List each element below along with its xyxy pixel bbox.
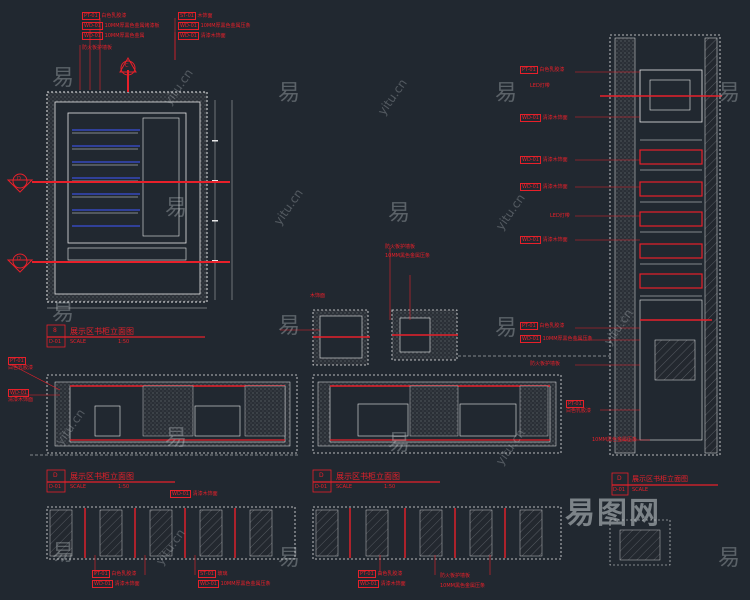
elev2-title-code: D-01 (315, 484, 328, 490)
bottom-right-detail (609, 519, 671, 566)
elev2-title-block (312, 469, 440, 493)
elev2-scale-label: SCALE (336, 484, 353, 490)
elev1-title-num: D (53, 472, 58, 479)
watermark-glyph: 易 (52, 541, 75, 566)
elev3-scale-label: SCALE (632, 487, 649, 493)
callout: WD-01 清漆木饰面 (520, 183, 568, 191)
callout: WD-01 清漆木饰面 (170, 490, 218, 498)
callout: 防火板护墙板 (530, 361, 561, 367)
watermark-glyph: 易 (165, 196, 188, 221)
callout: WD-01 清漆木饰面 (92, 580, 140, 588)
watermark-glyph: 易 (388, 431, 411, 456)
callout: ST-01 玻璃 (198, 570, 228, 578)
callout: LED灯带 (550, 213, 570, 219)
legend-item: WD-01 清漆木饰面 (178, 32, 226, 40)
elev1-title-code: D-01 (49, 484, 62, 490)
callout: 防火板护墙板 (440, 573, 471, 579)
leader-lines (11, 18, 650, 575)
callout: 防火板护墙板 (385, 244, 416, 250)
section-mark-label: C (125, 63, 129, 69)
detail-1 (312, 309, 370, 366)
watermark-glyph: 易 (52, 301, 75, 326)
section-mark-label: D (17, 176, 21, 182)
watermark-glyph: 易 (495, 81, 518, 106)
elev3-title-code: D-01 (613, 487, 626, 493)
elev2-scale: 1:50 (384, 484, 396, 490)
watermark-glyph: 易 (718, 546, 741, 571)
elevation-2 (312, 374, 562, 454)
callout: 10MM黑色金属压条 (440, 583, 485, 589)
legend-item: 防火板护墙板 (82, 45, 113, 51)
elev2-title: 展示区书柜立面图 (336, 472, 400, 481)
plan-scale-label: SCALE (70, 339, 87, 345)
right-callouts: PT-01 白色乳胶漆 LED灯带 WD-01 清漆木饰面 WD-01 清漆木饰… (520, 66, 593, 376)
legend-item: WD-01 10MM厚黑色金属 (82, 32, 145, 40)
elev1-title: 展示区书柜立面图 (70, 472, 134, 481)
elev2-title-num: D (319, 472, 324, 479)
section-marker-2 (6, 253, 34, 273)
plan-view (32, 70, 233, 309)
watermark-logo: 易图网 (565, 496, 661, 531)
watermark-glyph: 易 (52, 66, 75, 91)
watermark-glyph: 易 (278, 546, 301, 571)
callout: LED灯带 (530, 83, 550, 89)
callout: WD-01 清漆木饰面 (358, 580, 406, 588)
watermark-glyph: 易 (495, 316, 518, 341)
callout: PT-01 白色乳胶漆 (520, 322, 565, 330)
watermark-glyph: 易 (718, 81, 741, 106)
section-marker-1 (6, 173, 34, 193)
tall-section-title-block (611, 472, 718, 496)
watermark-glyph: 易 (165, 426, 188, 451)
callout: WD-01 清漆木饰面 (520, 156, 568, 164)
detail-2 (391, 309, 458, 361)
plan-scale: 1:50 (118, 339, 130, 345)
elevation-1 (30, 374, 300, 456)
elev1-scale-label: SCALE (70, 484, 87, 490)
elev1-scale: 1:50 (118, 484, 130, 490)
callout: WD-01 10MM厚黑色金属压条 (198, 580, 271, 588)
callout: 10MM黑色金属压条 (592, 437, 637, 443)
top-legend: PT-01 白色乳胶漆 WD-01 10MM厚黑色金属烤漆板 ST-01 木饰面… (82, 12, 282, 52)
elev1-title-block (46, 469, 175, 493)
elev3-title-num: D (617, 475, 622, 482)
watermark-glyph: 易 (278, 314, 301, 339)
watermark-glyph: 易 (278, 81, 301, 106)
plan-title: 展示区书柜立面图 (70, 327, 134, 336)
legend-item: ST-01 木饰面 (178, 12, 213, 20)
callout: 木饰面 (310, 293, 326, 299)
section-marker-3 (119, 56, 137, 76)
legend-item: WD-01 10MM厚黑色金属烤漆板 (82, 22, 160, 30)
watermark-glyph: 易 (388, 201, 411, 226)
callout: WD-01 清漆木饰面 (520, 236, 568, 244)
callout: WD-01 10MM厚黑色金属压条 (520, 335, 593, 343)
elev3-title: 展示区书柜立面图 (632, 475, 688, 483)
legend-item: WD-01 10MM厚黑色金属压条 (178, 22, 251, 30)
bottom-section-1 (46, 506, 296, 560)
callout: 10MM黑色金属压条 (385, 253, 430, 259)
callout: PT-01 白色乳胶漆 (520, 66, 565, 74)
callout: WD-01 清漆木饰面 (520, 114, 568, 122)
plan-title-code: D-01 (49, 339, 62, 345)
plan-title-block (46, 324, 205, 348)
section-mark-label: D (17, 256, 21, 262)
callout: PT-01 白色乳胶漆 (358, 570, 403, 578)
callout: PT-01 白色乳胶漆 (92, 570, 137, 578)
shelf-lines (72, 129, 140, 227)
plan-title-num: 8 (53, 327, 57, 334)
legend-item: PT-01 白色乳胶漆 (82, 12, 127, 20)
tall-section (600, 34, 722, 456)
bottom-section-2 (312, 506, 562, 560)
